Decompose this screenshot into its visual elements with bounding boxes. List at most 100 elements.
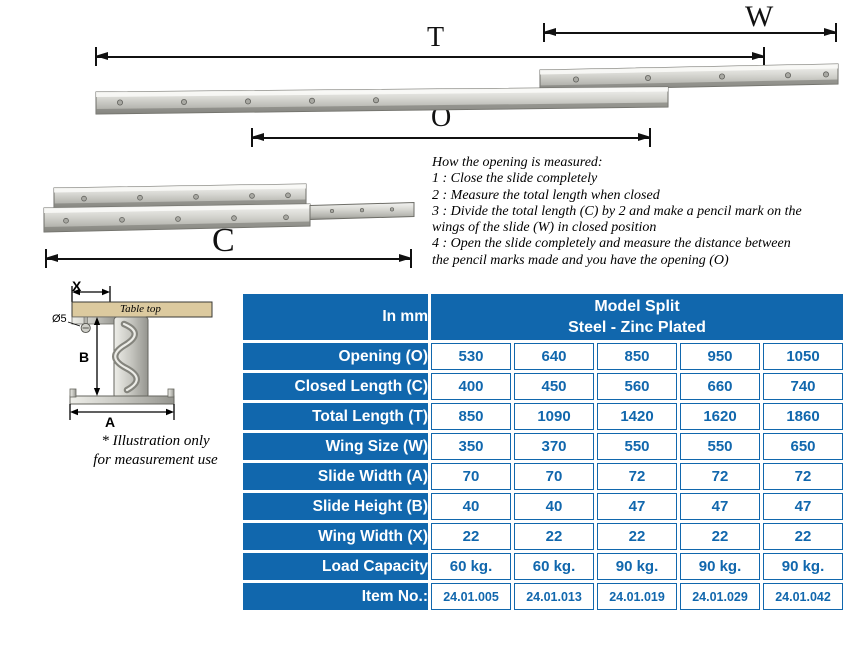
note-line: * Illustration only — [101, 433, 210, 449]
value-cell: 1050 — [763, 343, 843, 370]
dim-arrowhead-right — [824, 28, 837, 36]
value-cell: 72 — [680, 463, 760, 490]
instruction-line: the pencil marks made and you have the o… — [432, 252, 729, 268]
cross-section-a-label: A — [105, 414, 116, 430]
model-title: Model Split — [594, 297, 680, 315]
table-header-row: In mm Model Split Steel - Zinc Plated — [243, 294, 843, 340]
main-slide-bar — [43, 203, 311, 233]
value-cell: 950 — [680, 343, 760, 370]
value-cell: 24.01.042 — [763, 583, 843, 610]
dimension-line-t — [95, 47, 765, 66]
screw-holes — [63, 214, 289, 224]
dim-arrowhead-left — [95, 52, 108, 60]
value-cell: 72 — [763, 463, 843, 490]
screw-holes — [116, 97, 379, 106]
value-cell: 1090 — [514, 403, 594, 430]
table-row: Slide Width (A) 70 70 72 72 72 — [243, 463, 843, 490]
value-cell: 850 — [431, 403, 511, 430]
row-label-item-no: Item No.: — [243, 583, 428, 610]
value-cell: 70 — [514, 463, 594, 490]
dim-arrowhead-right — [102, 288, 110, 296]
value-cell: 24.01.029 — [680, 583, 760, 610]
diameter-label: Ø5 — [52, 313, 67, 325]
instruction-line: 4 : Open the slide completely and measur… — [432, 236, 791, 252]
value-cell: 24.01.005 — [431, 583, 511, 610]
row-label-load-capacity: Load Capacity — [243, 553, 428, 580]
b-dimension — [93, 317, 101, 396]
value-cell: 90 kg. — [763, 553, 843, 580]
dim-label-t: T — [427, 22, 445, 53]
dimension-line-c — [45, 249, 412, 268]
value-cell: 60 kg. — [431, 553, 511, 580]
value-cell: 22 — [763, 523, 843, 550]
x-dimension — [71, 286, 111, 302]
dim-arrowhead-right — [638, 133, 651, 141]
dim-arrowhead-left — [72, 288, 80, 296]
table-row: Slide Height (B) 40 40 47 47 47 — [243, 493, 843, 520]
spec-table: In mm Model Split Steel - Zinc Plated Op… — [240, 291, 846, 613]
table-row: Item No.: 24.01.005 24.01.013 24.01.019 … — [243, 583, 843, 610]
value-cell: 90 kg. — [680, 553, 760, 580]
value-cell: 40 — [514, 493, 594, 520]
dim-line — [253, 136, 649, 139]
dim-label-w: W — [745, 0, 774, 33]
table-row: Closed Length (C) 400 450 560 660 740 — [243, 373, 843, 400]
value-cell: 550 — [597, 433, 677, 460]
table-top-label: Table top — [120, 303, 161, 315]
a-dimension — [69, 404, 175, 420]
dim-label-c: C — [212, 222, 235, 259]
dimension-line-o — [251, 128, 651, 147]
value-cell: 47 — [763, 493, 843, 520]
value-cell: 1620 — [680, 403, 760, 430]
open-slide-illustration — [95, 63, 839, 115]
illustration-note: * Illustration only for measurement use — [58, 432, 253, 470]
value-cell: 22 — [680, 523, 760, 550]
value-cell: 24.01.013 — [514, 583, 594, 610]
value-cell: 22 — [431, 523, 511, 550]
value-cell: 22 — [514, 523, 594, 550]
inner-rail — [309, 201, 415, 221]
value-cell: 660 — [680, 373, 760, 400]
screw-holes — [329, 207, 395, 214]
value-cell: 40 — [431, 493, 511, 520]
value-cell: 1420 — [597, 403, 677, 430]
dim-line — [47, 257, 410, 260]
dim-label-o: O — [431, 102, 452, 133]
slide-profile — [69, 316, 175, 405]
dim-arrowhead-left — [251, 133, 264, 141]
row-label-slide-width: Slide Width (A) — [243, 463, 428, 490]
instruction-line: wings of the slide (W) in closed positio… — [432, 220, 657, 236]
dim-arrowhead-left — [543, 28, 556, 36]
row-label-closed-length: Closed Length (C) — [243, 373, 428, 400]
value-cell: 550 — [680, 433, 760, 460]
value-cell: 90 kg. — [597, 553, 677, 580]
value-cell: 24.01.019 — [597, 583, 677, 610]
value-cell: 350 — [431, 433, 511, 460]
row-label-slide-height: Slide Height (B) — [243, 493, 428, 520]
dim-line — [545, 31, 835, 34]
value-cell: 400 — [431, 373, 511, 400]
instruction-line: 1 : Close the slide completely — [432, 171, 598, 187]
dim-line — [97, 55, 763, 58]
value-cell: 1860 — [763, 403, 843, 430]
value-cell: 450 — [514, 373, 594, 400]
value-cell: 560 — [597, 373, 677, 400]
row-label-wing-size: Wing Size (W) — [243, 433, 428, 460]
cross-section-x-label: X — [72, 278, 82, 294]
unit-header-cell: In mm — [243, 294, 428, 340]
diameter-leader-line — [67, 321, 81, 327]
value-cell: 850 — [597, 343, 677, 370]
dimension-line-w — [543, 23, 837, 42]
measurement-instructions: How the opening is measured: 1 : Close t… — [432, 155, 850, 269]
table-row: Wing Size (W) 350 370 550 550 650 — [243, 433, 843, 460]
cross-section-b-label: B — [79, 349, 90, 365]
wing-plate — [71, 316, 117, 325]
value-cell: 47 — [597, 493, 677, 520]
instruction-line: 2 : Measure the total length when closed — [432, 187, 660, 203]
row-label-wing-width: Wing Width (X) — [243, 523, 428, 550]
instruction-line: 3 : Divide the total length (C) by 2 and… — [432, 203, 802, 219]
value-cell: 60 kg. — [514, 553, 594, 580]
model-header-cell: Model Split Steel - Zinc Plated — [431, 294, 843, 340]
table-row: Wing Width (X) 22 22 22 22 22 — [243, 523, 843, 550]
